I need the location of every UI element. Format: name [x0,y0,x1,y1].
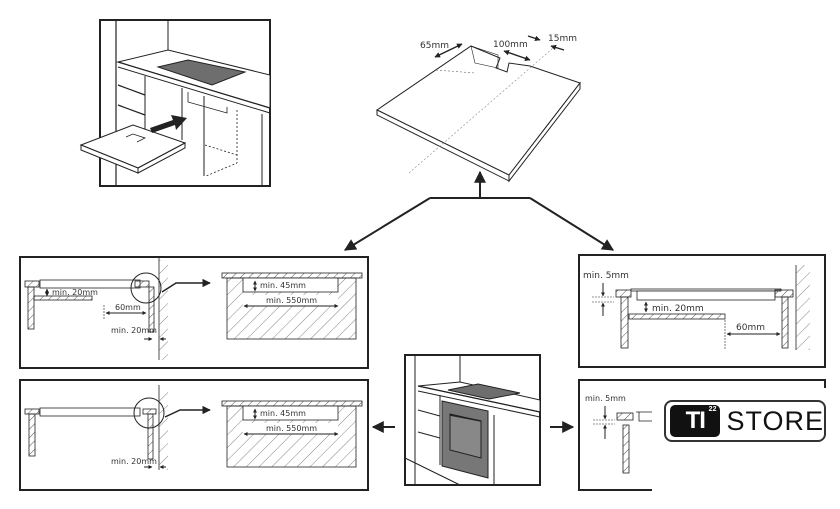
panel-c-detail-height: min. 45mm [260,409,306,418]
dim-depth-label: 65mm [420,41,449,51]
logo-mark-text: TI [685,407,706,434]
panel-clearance-top-gap: min. 5mm min. 20mm 60mm [578,254,826,368]
panel-a-detail-width: min. 550mm [266,296,317,305]
dim-edge-label: 15mm [548,34,577,44]
panel-c-gap-wall: min. 20mm [111,457,157,466]
panel-a-gap-wall: min. 20mm [111,326,157,335]
panel-clearance-rear-gap: min. 20mm 60mm min. 20mm min. 45mm min. … [19,256,369,369]
panel-clearance-oven-wall: min. 20mm min. 45mm min. 550mm [19,379,369,491]
logo-superscript: 22 [708,406,717,413]
panel-a-gap-rear: 60mm [115,303,141,312]
kitchen-insertion-illustration [79,19,271,187]
logo-word: STORE [726,405,824,436]
logo-mark: TI 22 [670,405,721,437]
panel-a-detail-height: min. 45mm [260,281,306,290]
panel-b-gap-rear: 60mm [736,323,765,333]
store-logo: TI 22 STORE [664,400,826,442]
dim-width-label: 100mm [493,40,528,50]
panel-b-gap-top: min. 5mm [583,271,629,281]
panel-d-gap-top: min. 5mm [585,394,626,403]
panel-a-gap-under-hob: min. 20mm [52,288,98,297]
panel-c-detail-width: min. 550mm [266,424,317,433]
oven-under-hob-illustration [404,354,541,486]
worktop-cutout-illustration: 65mm 100mm 15mm [376,34,581,183]
branch-arrows [343,170,615,251]
panel-b-gap-under-hob: min. 20mm [652,304,704,314]
